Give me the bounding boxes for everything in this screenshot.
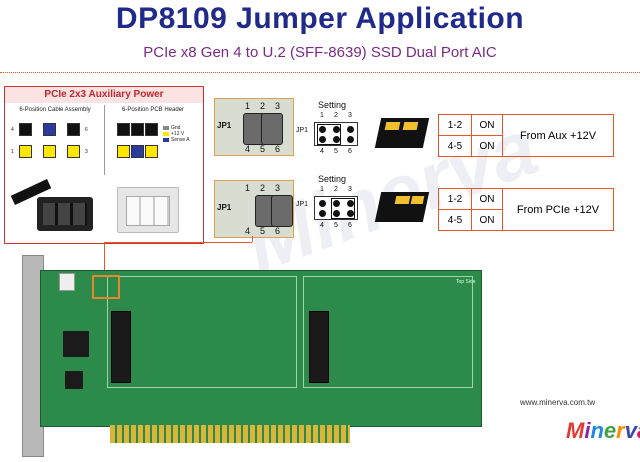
divider: [0, 72, 640, 73]
callout-line: [104, 242, 105, 274]
table-cell: 1-2: [438, 114, 472, 136]
table-cell: ON: [471, 209, 503, 231]
pin-number: 5: [260, 226, 266, 236]
setting-pin-num: 1: [320, 112, 324, 119]
pcb-board: Top Side: [40, 270, 482, 427]
jumper-cap: [261, 113, 283, 145]
pin-number: 4: [245, 226, 251, 236]
cable-pin: [43, 123, 56, 136]
setting-pin-num: 4: [320, 148, 324, 155]
pcb-section-outline: [107, 276, 297, 388]
setting-pin-num: 6: [348, 148, 352, 155]
jumper-3d-icon: [374, 118, 430, 148]
jumper-cap: [271, 195, 293, 227]
jumper-label: JP1: [217, 121, 232, 130]
cable-assembly-caption: 6-Position Cable Assembly: [19, 107, 91, 113]
aux-power-connector: [59, 273, 75, 291]
page-title: DP8109 Jumper Application: [115, 2, 525, 35]
u2-connector-1: [111, 311, 131, 383]
setting-diagram-2: [314, 196, 358, 220]
setting-label: Setting: [318, 174, 347, 184]
legend-12v: +12 V: [171, 131, 185, 137]
pin-legend: Gnd +12 V Sense A: [163, 125, 190, 143]
top-side-label: Top Side: [456, 279, 476, 285]
pcb-section-outline: [303, 276, 473, 388]
table-cell: 4-5: [438, 209, 472, 231]
header-pin: [131, 145, 144, 158]
setting-pin-num: 5: [334, 222, 338, 229]
pin-number: 4: [11, 127, 14, 133]
setting-pin-num: 3: [348, 112, 352, 119]
caption-divider: [104, 105, 105, 175]
table-cell: ON: [471, 114, 503, 136]
setting-pin-num: 2: [334, 112, 338, 119]
pin-number: 1: [11, 149, 14, 155]
pin-number: 3: [85, 149, 88, 155]
aux-power-heading: PCIe 2x3 Auxiliary Power: [5, 87, 203, 103]
table-cell: ON: [471, 135, 503, 157]
pin-number: 4: [245, 144, 251, 154]
cable-pin: [19, 145, 32, 158]
legend-gnd: Gnd: [171, 125, 181, 131]
cable-pin: [43, 145, 56, 158]
u2-connector-2: [309, 311, 329, 383]
pin-number: 3: [275, 101, 281, 111]
header-pin: [145, 123, 158, 136]
callout-line: [104, 242, 252, 243]
setting-label: Setting: [318, 100, 347, 110]
pin-number: 6: [85, 127, 88, 133]
aux-power-panel: PCIe 2x3 Auxiliary Power 6-Position Cabl…: [4, 86, 204, 244]
pin-number: 1: [245, 101, 251, 111]
website-url: www.minerva.com.tw: [520, 398, 596, 407]
header-pin: [117, 123, 130, 136]
jumper-3d-icon: [374, 192, 430, 222]
header-pin: [131, 123, 144, 136]
pcie-edge-connector: [110, 425, 350, 443]
brand-logo: Minerva: [566, 418, 640, 443]
cable-pin: [67, 123, 80, 136]
jumper-label: JP1: [217, 203, 232, 212]
pcb-chip: [65, 371, 83, 389]
power-cable-photo: [10, 179, 97, 239]
setting-pin-num: 5: [334, 148, 338, 155]
page-subtitle: PCIe x8 Gen 4 to U.2 (SFF-8639) SSD Dual…: [143, 44, 497, 61]
cable-pin: [19, 123, 32, 136]
setting-pin-num: 6: [348, 222, 352, 229]
jumper-photo-2: JP1 1 2 3 4 5 6: [214, 180, 294, 238]
table-cell: 4-5: [438, 135, 472, 157]
table-cell: 1-2: [438, 188, 472, 210]
callout-line: [252, 236, 253, 242]
pin-number: 3: [275, 183, 281, 193]
header-pin: [117, 145, 130, 158]
pin-number: 2: [260, 101, 266, 111]
pcb-chip: [63, 331, 89, 357]
pin-number: 2: [260, 183, 266, 193]
setting-jp-label: JP1: [296, 201, 309, 208]
table-cell: ON: [471, 188, 503, 210]
pin-number: 6: [275, 226, 281, 236]
pcb-header-photo: [117, 187, 179, 233]
jumper-photo-1: JP1 1 2 3 4 5 6: [214, 98, 294, 156]
pin-number: 1: [245, 183, 251, 193]
setting-jp-label: JP1: [296, 127, 309, 134]
pin-number: 5: [260, 144, 266, 154]
pcb-header-caption: 6-Position PCB Header: [121, 107, 185, 113]
legend-sense: Sense A: [171, 137, 190, 143]
setting-pin-num: 2: [334, 186, 338, 193]
header-pin: [145, 145, 158, 158]
setting-pin-num: 3: [348, 186, 352, 193]
setting-diagram-1: [314, 122, 358, 146]
setting-result: From Aux +12V: [502, 114, 614, 157]
setting-pin-num: 4: [320, 222, 324, 229]
jp1-highlight: [92, 275, 120, 299]
pin-number: 6: [275, 144, 281, 154]
setting-pin-num: 1: [320, 186, 324, 193]
setting-result: From PCIe +12V: [502, 188, 614, 231]
cable-pin: [67, 145, 80, 158]
